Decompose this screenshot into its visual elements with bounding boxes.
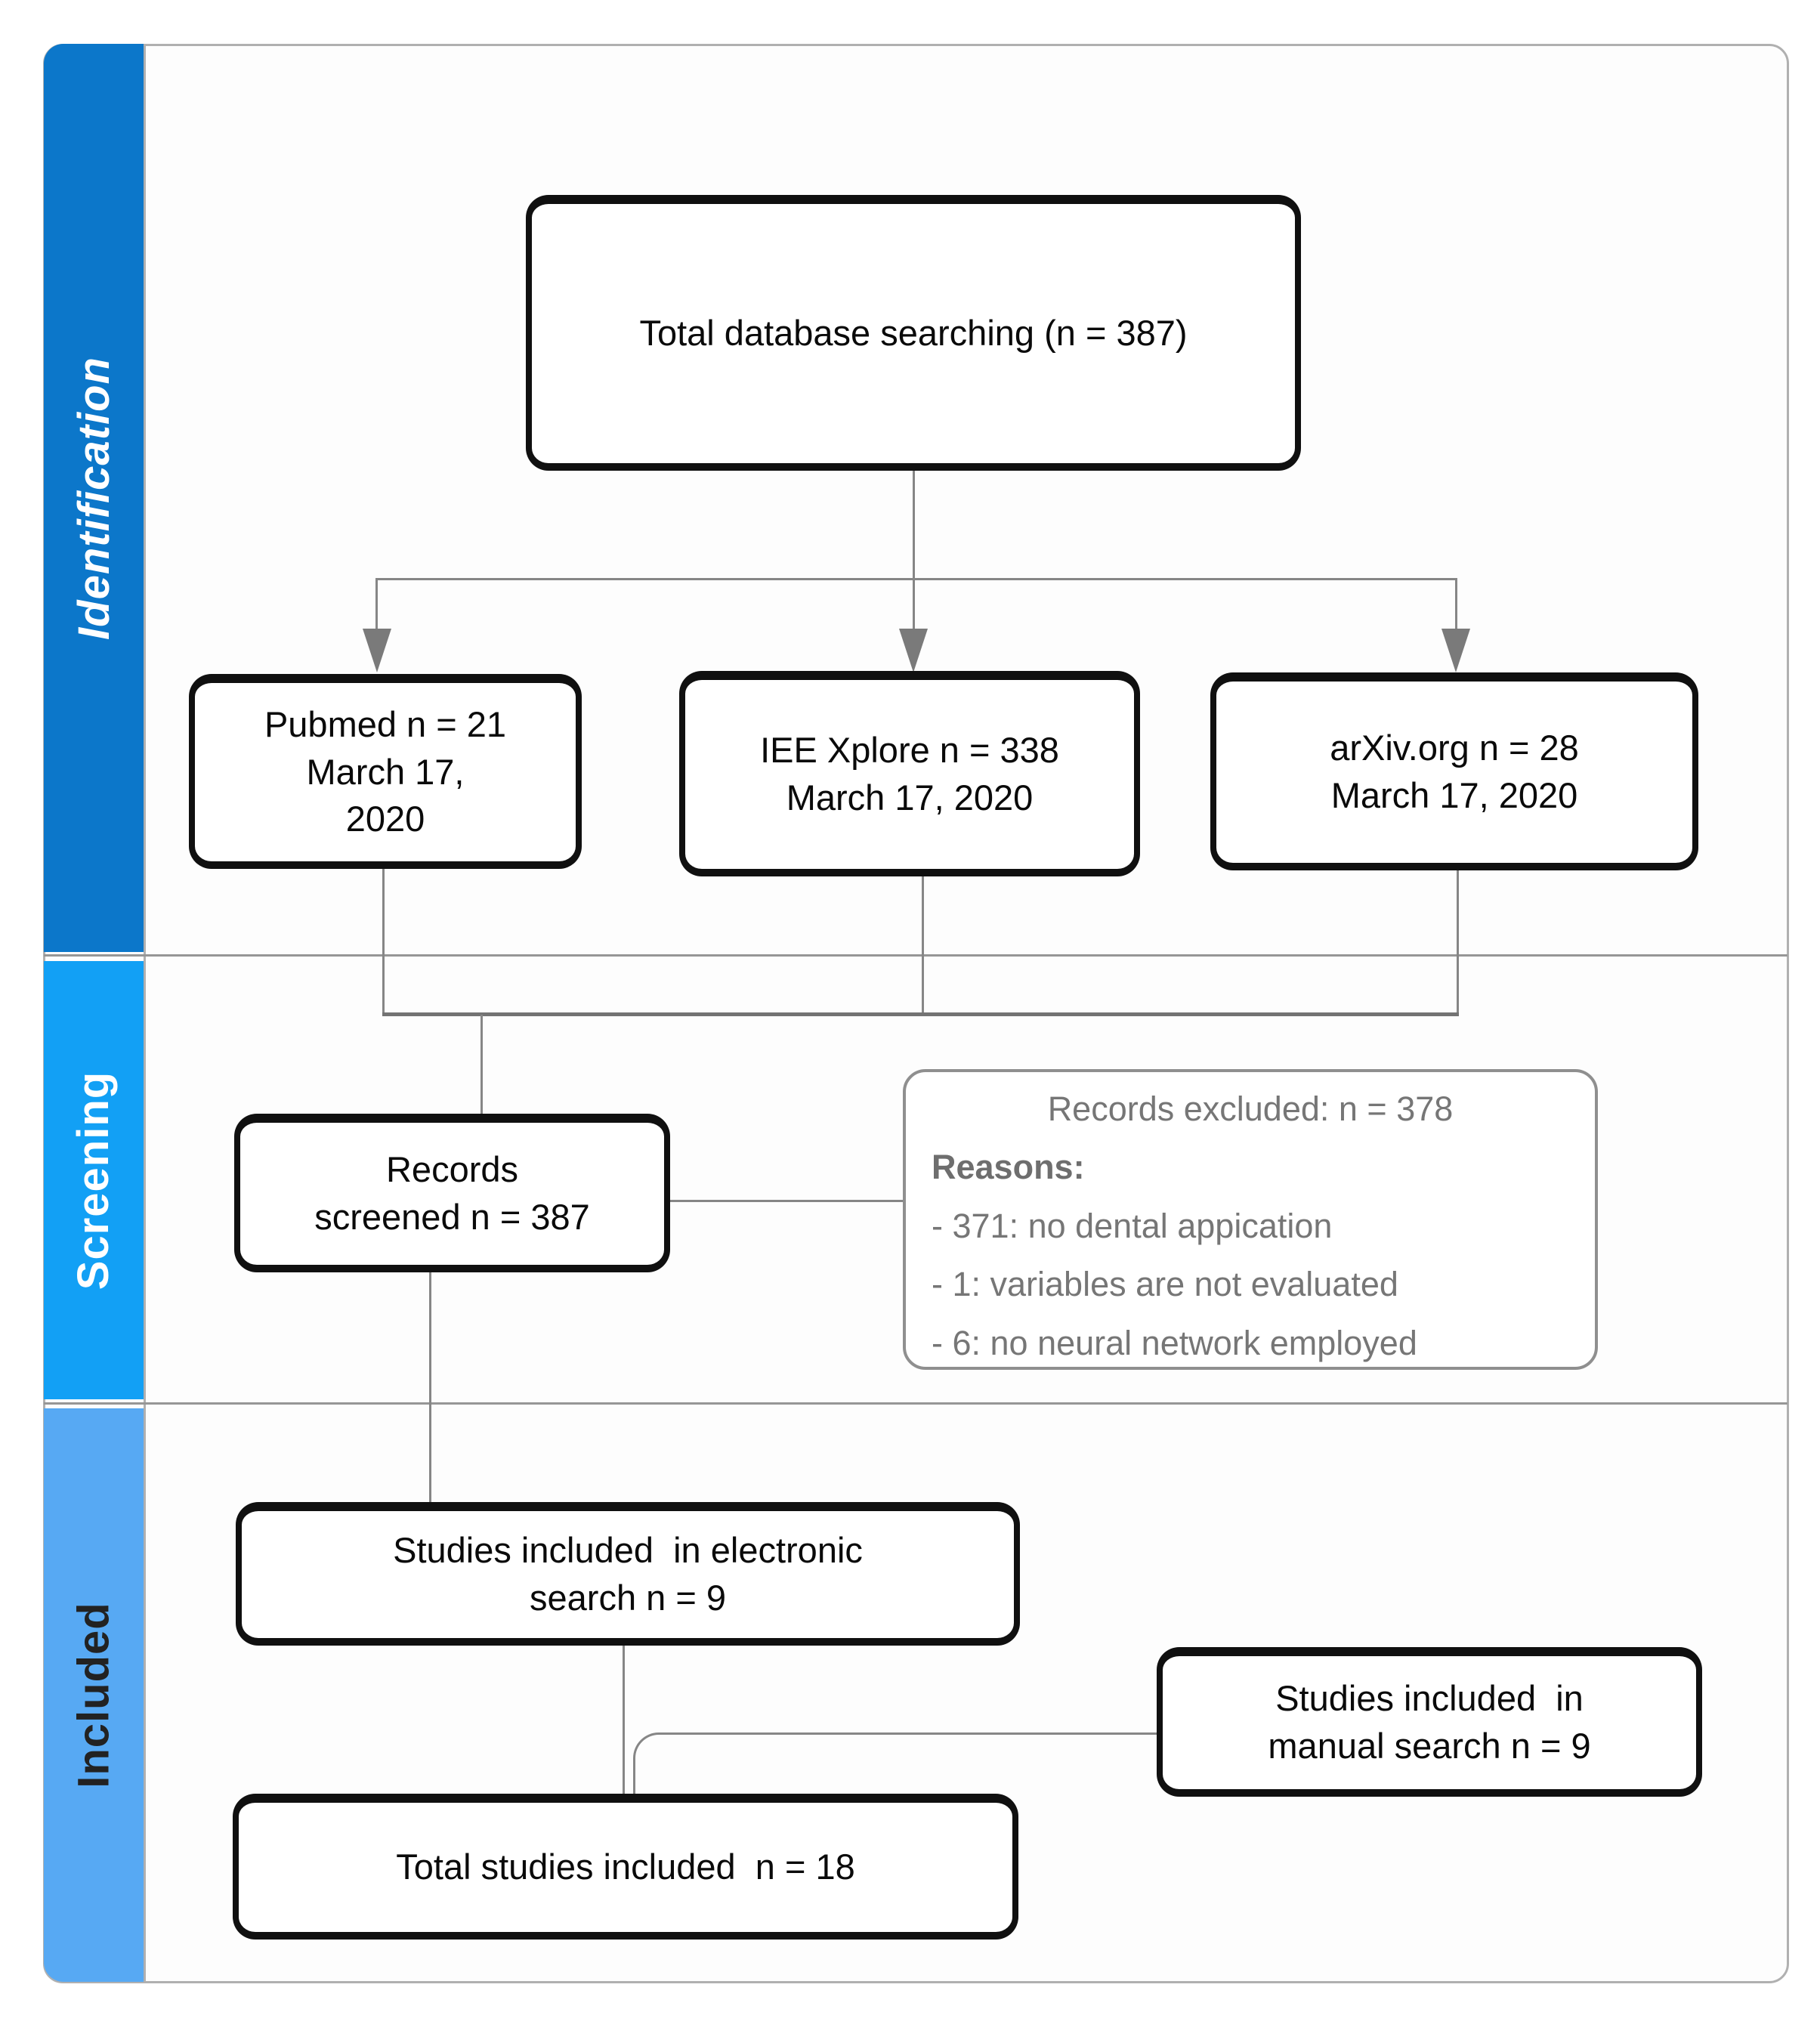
box-electronic-search-included: Studies included in electronic search n … (236, 1502, 1020, 1646)
connector-pubmed-down (382, 869, 385, 1015)
arrowhead-iee-icon (899, 629, 928, 672)
connector-total-to-branch (913, 471, 915, 580)
sidebar-right-border (144, 44, 146, 1983)
records-excluded-reason-2: - 1: variables are not evaluated (932, 1265, 1398, 1304)
arrowhead-pubmed-icon (363, 629, 391, 672)
sidebar-band-screening: Screening (44, 961, 144, 1399)
connector-arxiv-down (1457, 870, 1459, 1015)
connector-branch-right-drop (1455, 578, 1457, 644)
sidebar-band-included: Included (44, 1408, 144, 1982)
sidebar-band-identification: Identification (44, 44, 144, 952)
connector-collector-horizontal (382, 1012, 1459, 1016)
connector-iee-down (922, 876, 924, 1015)
box-total-studies-included: Total studies included n = 18 (233, 1794, 1018, 1940)
included-label: Included (69, 1602, 119, 1788)
arrowhead-arxiv-icon (1441, 629, 1470, 672)
connector-branch-horizontal (375, 578, 1457, 580)
connector-collector-to-records (480, 1015, 483, 1114)
divider-screening-included (44, 1402, 1788, 1405)
connector-records-to-excluded (670, 1200, 903, 1202)
connector-manual-to-total (633, 1732, 1157, 1794)
screening-label: Screening (69, 1071, 119, 1290)
connector-electronic-to-total (623, 1646, 625, 1794)
box-total-database-searching: Total database searching (n = 387) (526, 195, 1301, 471)
connector-records-to-electronic (429, 1272, 431, 1502)
records-excluded-reason-3: - 6: no neural network employed (932, 1323, 1417, 1362)
box-records-excluded: Records excluded: n = 378 Reasons: - 371… (903, 1069, 1598, 1370)
divider-identification-screening (44, 954, 1788, 957)
records-excluded-reason-1: - 371: no dental appication (932, 1206, 1333, 1245)
box-arxiv: arXiv.org n = 28 March 17, 2020 (1210, 672, 1698, 870)
records-excluded-reasons-label: Reasons: (932, 1148, 1085, 1187)
box-iee-xplore: IEE Xplore n = 338 March 17, 2020 (679, 671, 1140, 876)
connector-branch-mid-drop (913, 578, 915, 644)
identification-label: Identification (69, 356, 119, 640)
box-pubmed: Pubmed n = 21 March 17, 2020 (189, 674, 582, 869)
records-excluded-title: Records excluded: n = 378 (1047, 1090, 1454, 1128)
connector-branch-left-drop (375, 578, 378, 644)
box-manual-search-included: Studies included in manual search n = 9 (1157, 1647, 1702, 1797)
box-records-screened: Records screened n = 387 (234, 1114, 670, 1272)
